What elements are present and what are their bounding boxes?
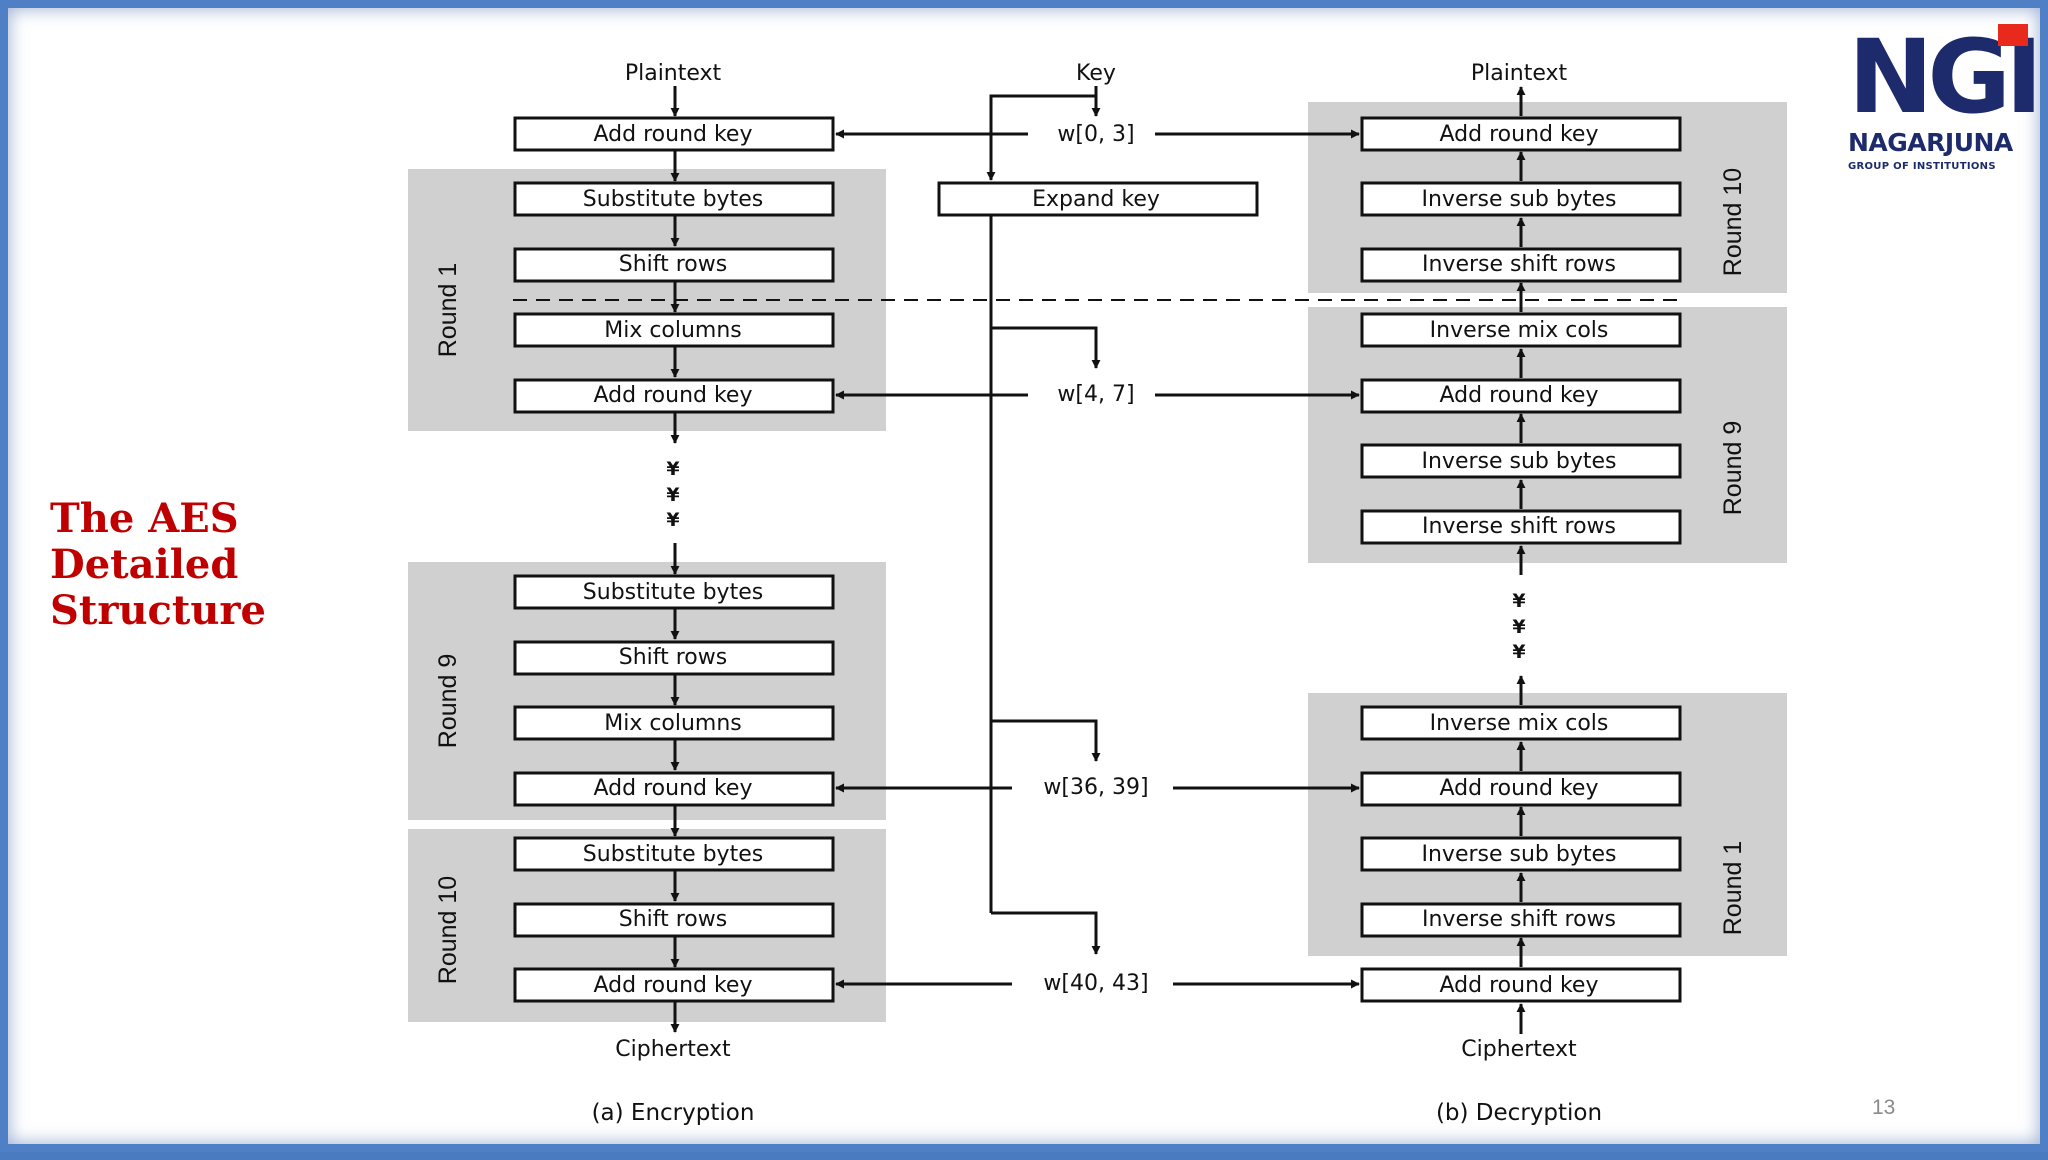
- dec-r9-inverse-mix-cols-box: [1360, 312, 1682, 348]
- round-key-w36-39: w[36, 39]: [1043, 775, 1148, 800]
- page-number: 13: [1872, 1096, 1896, 1119]
- logo-subtitle: GROUP OF INSTITUTIONS: [1848, 161, 1996, 172]
- enc-r9-mix-columns-label: Mix columns: [604, 711, 742, 736]
- enc-r10-shift-rows-label: Shift rows: [619, 907, 727, 932]
- dec-r9-inverse-sub-bytes-label: Inverse sub bytes: [1422, 449, 1617, 474]
- enc-r1-shift-rows-label: Shift rows: [619, 252, 727, 277]
- dec-r9-inverse-sub-bytes-box: [1360, 443, 1682, 479]
- enc-r10-shift-rows-box: [513, 902, 835, 938]
- slide-title-line: The AES: [50, 495, 239, 542]
- enc-plaintext-label: Plaintext: [625, 61, 722, 86]
- logo-accent-shape: [1998, 24, 2028, 46]
- dec-ellipsis-glyph: ¥: [1512, 641, 1525, 663]
- enc-r1-mix-columns-label: Mix columns: [604, 318, 742, 343]
- enc-round-9-label: Round 9: [434, 654, 462, 749]
- enc-round-1-label: Round 1: [434, 263, 462, 358]
- enc-r10-substitute-bytes-box: [513, 836, 835, 872]
- dec-r9-inverse-mix-cols-label: Inverse mix cols: [1430, 318, 1609, 343]
- dec-r10-inverse-shift-rows-label: Inverse shift rows: [1422, 252, 1616, 277]
- key-branch-arrow: [991, 911, 1101, 955]
- dec-r10-add-round-key-box: [1360, 116, 1682, 152]
- dec-r10-inverse-shift-rows-box: [1360, 247, 1682, 283]
- enc-r9-add-round-key-label: Add round key: [594, 776, 753, 801]
- enc-caption: (a) Encryption: [592, 1100, 755, 1126]
- key-label: Key: [1076, 61, 1116, 86]
- enc-initial-add-round-key-label: Add round key: [594, 122, 753, 147]
- enc-r1-add-round-key-label: Add round key: [594, 383, 753, 408]
- enc-ellipsis-glyph: ¥: [666, 509, 679, 531]
- dec-r1-inverse-shift-rows-box: [1360, 902, 1682, 938]
- dec-round-1-label: Round 1: [1719, 841, 1747, 936]
- enc-r1-shift-rows-box: [513, 247, 835, 283]
- dec-r10-add-round-key-label: Add round key: [1440, 122, 1599, 147]
- ngi-logo: NGI NAGARJUNA GROUP OF INSTITUTIONS: [1844, 24, 2043, 178]
- enc-ellipsis-glyph: ¥: [666, 484, 679, 506]
- dec-r1-inverse-mix-cols-box: [1360, 705, 1682, 741]
- dec-plaintext-label: Plaintext: [1471, 61, 1568, 86]
- aes-structure-diagram: Round 1 Round 9 Round 10 Round 10 Round …: [408, 61, 1787, 1126]
- dec-round-9-label: Round 9: [1719, 421, 1747, 516]
- logo-name: NAGARJUNA: [1848, 128, 2013, 157]
- dec-caption: (b) Decryption: [1436, 1100, 1602, 1126]
- dec-r1-inverse-mix-cols-label: Inverse mix cols: [1430, 711, 1609, 736]
- dec-r1-add-round-key-box: [1360, 771, 1682, 807]
- dec-final-add-round-key-label: Add round key: [1440, 973, 1599, 998]
- dec-r1-inverse-shift-rows-label: Inverse shift rows: [1422, 907, 1616, 932]
- dec-r9-add-round-key-label: Add round key: [1440, 383, 1599, 408]
- key-branch-arrow: [991, 326, 1101, 369]
- dec-r10-inverse-sub-bytes-label: Inverse sub bytes: [1422, 187, 1617, 212]
- slide-title: The AES Detailed Structure: [50, 496, 310, 634]
- round-key-w40-43: w[40, 43]: [1043, 971, 1148, 996]
- dec-r1-inverse-sub-bytes-label: Inverse sub bytes: [1422, 842, 1617, 867]
- enc-r9-substitute-bytes-label: Substitute bytes: [583, 580, 763, 605]
- enc-ellipsis-glyph: ¥: [666, 458, 679, 480]
- enc-round-10-label: Round 10: [434, 876, 462, 984]
- enc-r1-add-round-key-box: [513, 378, 835, 414]
- expand-key-box: [937, 181, 1259, 217]
- enc-r10-add-round-key-box: [513, 967, 835, 1003]
- enc-r1-substitute-bytes-box: [513, 181, 835, 217]
- expand-key-label: Expand key: [1032, 187, 1160, 212]
- enc-ciphertext-label: Ciphertext: [615, 1037, 731, 1062]
- dec-r1-add-round-key-label: Add round key: [1440, 776, 1599, 801]
- round-key-w4-7: w[4, 7]: [1057, 382, 1134, 407]
- round-key-w0-3: w[0, 3]: [1057, 122, 1134, 147]
- dec-r9-inverse-shift-rows-box: [1360, 509, 1682, 545]
- enc-r10-substitute-bytes-label: Substitute bytes: [583, 842, 763, 867]
- key-branch-arrow: [991, 719, 1101, 762]
- dec-ellipsis-glyph: ¥: [1512, 616, 1525, 638]
- enc-r9-substitute-bytes-box: [513, 574, 835, 610]
- dec-final-add-round-key-box: [1360, 967, 1682, 1003]
- dec-ellipsis-glyph: ¥: [1512, 590, 1525, 612]
- key-to-expand-arrow: [986, 94, 1096, 181]
- dec-r10-inverse-sub-bytes-box: [1360, 181, 1682, 217]
- dec-round-10-label: Round 10: [1719, 168, 1747, 276]
- logo-mark: NGI: [1848, 24, 2043, 129]
- slide-title-line: Detailed: [50, 541, 239, 588]
- enc-r9-add-round-key-box: [513, 771, 835, 807]
- enc-r9-shift-rows-label: Shift rows: [619, 645, 727, 670]
- slide-title-line: Structure: [50, 587, 266, 634]
- enc-r9-shift-rows-box: [513, 640, 835, 676]
- enc-r9-mix-columns-box: [513, 705, 835, 741]
- dec-r1-inverse-sub-bytes-box: [1360, 836, 1682, 872]
- enc-r1-mix-columns-box: [513, 312, 835, 348]
- enc-initial-add-round-key-box: [513, 116, 835, 152]
- dec-r9-add-round-key-box: [1360, 378, 1682, 414]
- dec-r9-inverse-shift-rows-label: Inverse shift rows: [1422, 514, 1616, 539]
- enc-r10-add-round-key-label: Add round key: [594, 973, 753, 998]
- dec-ciphertext-label: Ciphertext: [1461, 1037, 1577, 1062]
- enc-r1-substitute-bytes-label: Substitute bytes: [583, 187, 763, 212]
